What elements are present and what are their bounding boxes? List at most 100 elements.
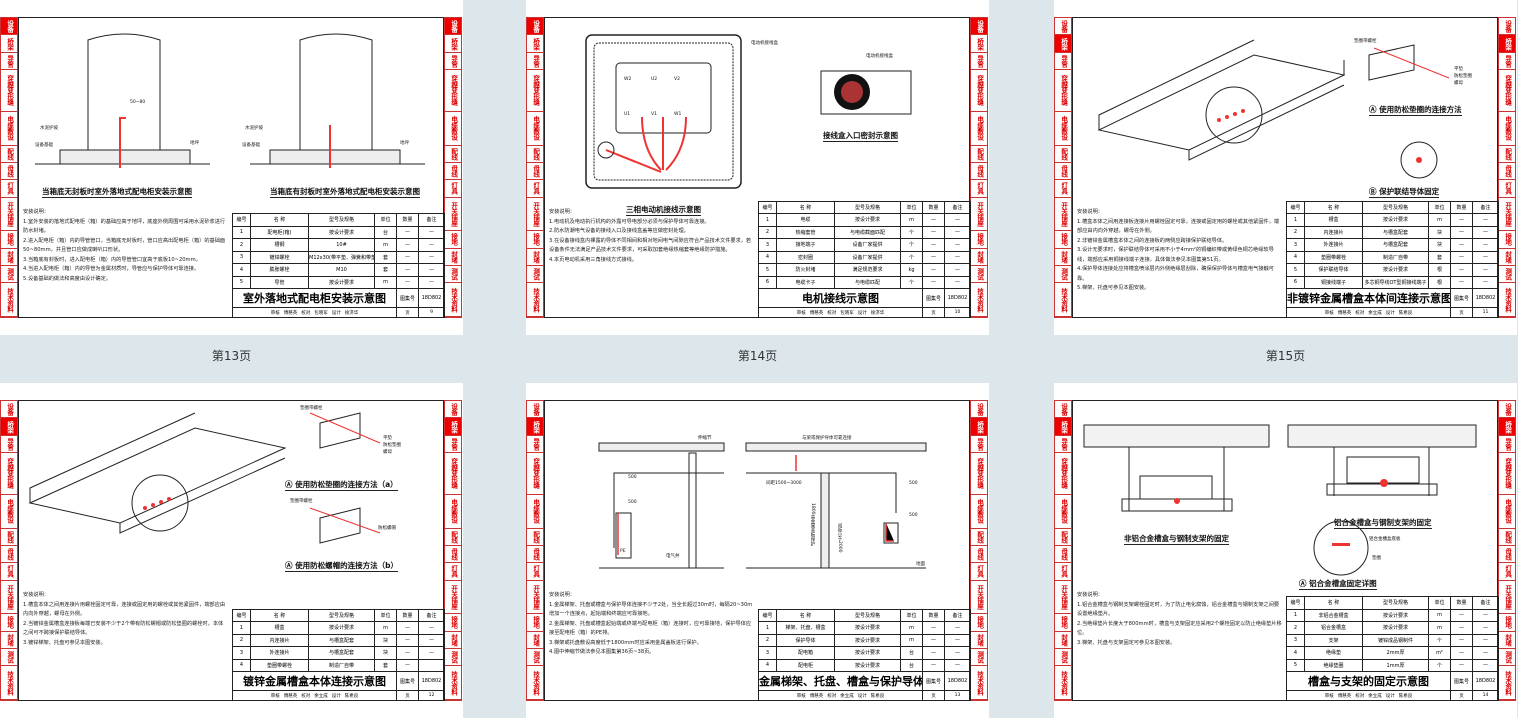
- side-tab[interactable]: 配线: [445, 529, 461, 546]
- side-tab[interactable]: 测试: [1055, 266, 1071, 284]
- side-tab[interactable]: 配线: [1499, 529, 1515, 546]
- side-tab[interactable]: 穿越变形缝: [1055, 453, 1071, 495]
- side-tab[interactable]: 桥架: [527, 418, 543, 436]
- side-tab[interactable]: 测试: [1499, 649, 1515, 667]
- side-tab[interactable]: 技术资料: [445, 666, 461, 701]
- side-tab[interactable]: 设备: [1, 18, 17, 36]
- side-tab[interactable]: 配线: [1055, 529, 1071, 546]
- side-tab[interactable]: 设备: [445, 401, 461, 419]
- side-tab[interactable]: 电缆敷设: [1499, 495, 1515, 529]
- side-tab[interactable]: 接地: [445, 614, 461, 632]
- side-tab[interactable]: 穿越变形缝: [445, 453, 461, 495]
- side-tab[interactable]: 开关插座: [1055, 198, 1071, 232]
- side-tab[interactable]: 导管: [1499, 436, 1515, 454]
- side-tab[interactable]: 接地: [1, 614, 17, 632]
- side-tab[interactable]: 接地: [1499, 614, 1515, 632]
- side-tab[interactable]: 封堵: [1, 632, 17, 649]
- page-thumbnail-15[interactable]: 垫圈带螺栓 平垫 防松垫圈 螺母 Ⓐ 使用防松垫圈的连接方法 Ⓑ 保护联结导体固…: [1054, 0, 1517, 335]
- side-tab[interactable]: 穿越变形缝: [527, 70, 543, 112]
- side-tab[interactable]: 封堵: [1499, 632, 1515, 649]
- side-tab[interactable]: 设备: [1499, 401, 1515, 419]
- side-tab[interactable]: 穿越变形缝: [1, 70, 17, 112]
- side-tab[interactable]: 电缆敷设: [1055, 112, 1071, 146]
- side-tab[interactable]: 导管: [445, 53, 461, 71]
- page-thumbnail-16[interactable]: 垫圈带螺栓 平垫 防松垫圈 螺母 垫圈带螺栓 防松螺帽 Ⓐ 使用防松垫圈的连接方…: [0, 383, 463, 718]
- side-tab[interactable]: 灯具: [527, 180, 543, 198]
- side-tab[interactable]: 测试: [971, 649, 987, 667]
- side-tab[interactable]: 导管: [971, 53, 987, 71]
- side-tab[interactable]: 封堵: [1055, 249, 1071, 266]
- side-tab[interactable]: 设备: [1, 401, 17, 419]
- side-tab[interactable]: 桥架: [1055, 418, 1071, 436]
- side-tab[interactable]: 开关插座: [971, 198, 987, 232]
- side-tab[interactable]: 接地: [1055, 231, 1071, 249]
- side-tab[interactable]: 配线: [971, 529, 987, 546]
- side-tab[interactable]: 测试: [971, 266, 987, 284]
- side-tab[interactable]: 配线: [1, 146, 17, 163]
- side-tab[interactable]: 灯具: [1055, 563, 1071, 581]
- side-tab[interactable]: 接地: [971, 231, 987, 249]
- side-tab[interactable]: 母线: [971, 163, 987, 181]
- side-tab[interactable]: 母线: [1499, 546, 1515, 564]
- side-tab[interactable]: 穿越变形缝: [527, 453, 543, 495]
- side-tab[interactable]: 设备: [1055, 401, 1071, 419]
- side-tab[interactable]: 灯具: [971, 563, 987, 581]
- side-tab[interactable]: 母线: [445, 163, 461, 181]
- side-tab[interactable]: 开关插座: [971, 581, 987, 615]
- side-tab[interactable]: 开关插座: [527, 198, 543, 232]
- side-tab[interactable]: 导管: [1055, 53, 1071, 71]
- side-tab[interactable]: 技术资料: [1, 283, 17, 318]
- side-tab[interactable]: 设备: [971, 401, 987, 419]
- side-tab[interactable]: 电缆敷设: [527, 112, 543, 146]
- side-tab[interactable]: 穿越变形缝: [1, 453, 17, 495]
- side-tab[interactable]: 配线: [527, 146, 543, 163]
- side-tab[interactable]: 桥架: [445, 418, 461, 436]
- side-tab[interactable]: 桥架: [1, 35, 17, 53]
- side-tab[interactable]: 开关插座: [1, 198, 17, 232]
- side-tab[interactable]: 封堵: [445, 249, 461, 266]
- side-tab[interactable]: 电缆敷设: [527, 495, 543, 529]
- side-tab[interactable]: 接地: [971, 614, 987, 632]
- side-tab[interactable]: 封堵: [1055, 632, 1071, 649]
- side-tab[interactable]: 测试: [1, 266, 17, 284]
- side-tab[interactable]: 桥架: [971, 418, 987, 436]
- side-tab[interactable]: 穿越变形缝: [971, 453, 987, 495]
- side-tab[interactable]: 电缆敷设: [1, 495, 17, 529]
- side-tab[interactable]: 开关插座: [527, 581, 543, 615]
- side-tab[interactable]: 测试: [527, 266, 543, 284]
- side-tab[interactable]: 技术资料: [1499, 283, 1515, 318]
- side-tab[interactable]: 封堵: [1, 249, 17, 266]
- side-tab[interactable]: 配线: [1055, 146, 1071, 163]
- side-tab[interactable]: 设备: [527, 18, 543, 36]
- side-tab[interactable]: 设备: [1055, 18, 1071, 36]
- side-tab[interactable]: 导管: [527, 53, 543, 71]
- side-tab[interactable]: 测试: [445, 649, 461, 667]
- side-tab[interactable]: 设备: [527, 401, 543, 419]
- side-tab[interactable]: 配线: [445, 146, 461, 163]
- side-tab[interactable]: 导管: [445, 436, 461, 454]
- side-tab[interactable]: 电缆敷设: [971, 112, 987, 146]
- side-tab[interactable]: 母线: [1055, 163, 1071, 181]
- side-tab[interactable]: 电缆敷设: [445, 495, 461, 529]
- side-tab[interactable]: 技术资料: [1499, 666, 1515, 701]
- side-tab[interactable]: 测试: [527, 649, 543, 667]
- side-tab[interactable]: 穿越变形缝: [1499, 453, 1515, 495]
- side-tab[interactable]: 导管: [1, 53, 17, 71]
- side-tab[interactable]: 技术资料: [1, 666, 17, 701]
- side-tab[interactable]: 电缆敷设: [1499, 112, 1515, 146]
- side-tab[interactable]: 接地: [445, 231, 461, 249]
- side-tab[interactable]: 灯具: [445, 180, 461, 198]
- side-tab[interactable]: 桥架: [1499, 418, 1515, 436]
- side-tab[interactable]: 技术资料: [445, 283, 461, 318]
- side-tab[interactable]: 母线: [527, 546, 543, 564]
- side-tab[interactable]: 封堵: [971, 249, 987, 266]
- side-tab[interactable]: 电缆敷设: [1, 112, 17, 146]
- side-tab[interactable]: 母线: [971, 546, 987, 564]
- side-tab[interactable]: 导管: [1, 436, 17, 454]
- side-tab[interactable]: 导管: [971, 436, 987, 454]
- side-tab[interactable]: 接地: [1499, 231, 1515, 249]
- side-tab[interactable]: 测试: [1499, 266, 1515, 284]
- page-thumbnail-17[interactable]: 伸缩节 与梁或保护导体可靠连接 间距1500~3000 间距小于2000 180…: [526, 383, 989, 718]
- side-tab[interactable]: 电缆敷设: [971, 495, 987, 529]
- page-thumbnail-13[interactable]: 当箱底无封板时室外落地式配电柜安装示意图 当箱底有封板时室外落地式配电柜安装示意…: [0, 0, 463, 335]
